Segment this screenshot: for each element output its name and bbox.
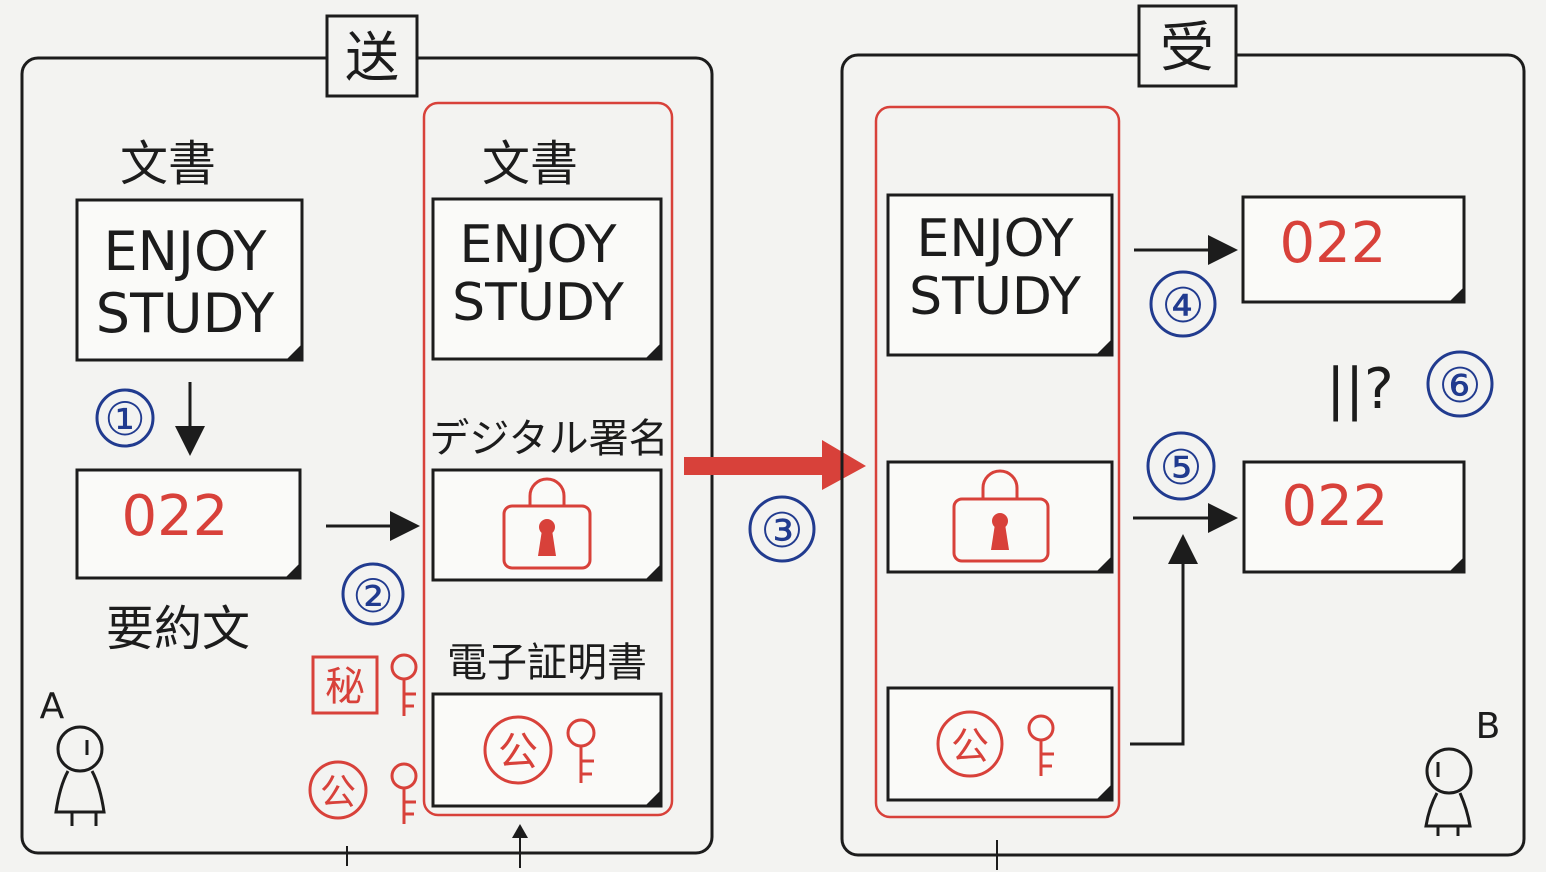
lock-icon: [952, 469, 1050, 563]
step4-circle: [1149, 270, 1217, 338]
key-icon: [1027, 714, 1055, 776]
package-up-arrow-head: [512, 824, 528, 838]
step5-circle: [1146, 431, 1216, 501]
sender-digest-card: 022: [75, 468, 302, 580]
step1-label: ①: [104, 392, 145, 446]
person-b-label: B: [1476, 706, 1501, 747]
step3-label: ③: [760, 503, 803, 559]
receiver-panel: 受 ENJOY STUDY 公: [840, 4, 1526, 870]
sender-document-line2: STUDY: [96, 282, 275, 345]
received-document-line2: STUDY: [909, 267, 1081, 327]
key-icon: [566, 718, 596, 783]
received-document-card: ENJOY STUDY: [886, 193, 1114, 357]
sender-digest-label: 要約文: [106, 601, 250, 657]
secret-key-box: [311, 655, 379, 715]
package-certificate-card: 公: [431, 692, 663, 808]
receiver-header-box: [1137, 4, 1238, 88]
step6-label: ⑥: [1438, 358, 1481, 414]
public-key-to-digest-arrow: [1130, 534, 1198, 746]
package-signature-card: [431, 468, 663, 582]
sender-panel: 送 文書 ENJOY STUDY ① 022 要約文 ② 秘: [20, 14, 714, 868]
sender-document-card: ENJOY STUDY: [75, 198, 304, 362]
certificate-public-key-label: 公: [498, 729, 538, 775]
public-key-circle: [308, 760, 368, 820]
key-icon: [390, 653, 418, 716]
step6-circle: [1426, 350, 1494, 418]
transfer-arrow: [684, 440, 866, 490]
key-icon: [390, 762, 418, 824]
digest-bottom-card: 022: [1242, 460, 1466, 574]
received-package-frame: [874, 105, 1121, 819]
digest-top-card: 022: [1241, 195, 1466, 304]
received-public-circle: [936, 710, 1004, 778]
received-document-line1: ENJOY: [917, 209, 1074, 269]
sender-document-line1: ENJOY: [104, 220, 268, 283]
received-public-key-label: 公: [951, 724, 989, 768]
sender-public-key: 公: [308, 760, 418, 824]
secret-key-label: 秘: [325, 664, 365, 710]
step3-circle: [748, 495, 816, 563]
step5-label: ⑤: [1159, 440, 1202, 496]
signature-label: デジタル署名: [429, 416, 668, 462]
person-b-icon: [1424, 747, 1473, 836]
sender-header-box: [325, 14, 419, 98]
package-document-line2: STUDY: [452, 273, 624, 333]
step2-circle: [341, 562, 405, 626]
sender-public-key-label: 公: [320, 772, 356, 813]
digest-bottom-value: 022: [1282, 474, 1389, 539]
package-document-line1: ENJOY: [460, 215, 617, 275]
sender-document-title: 文書: [120, 136, 216, 192]
sender-header: 送: [345, 26, 399, 89]
person-a-label: A: [40, 686, 65, 727]
package-document-title: 文書: [482, 136, 578, 192]
package-document-card: ENJOY STUDY: [431, 197, 663, 361]
received-certificate-card: 公: [886, 686, 1114, 802]
sender-digest-value: 022: [122, 484, 229, 549]
received-signature-card: [886, 460, 1114, 574]
receiver-header: 受: [1160, 16, 1214, 79]
secret-key: 秘: [311, 653, 418, 716]
step4-label: ④: [1161, 278, 1204, 334]
lock-icon: [502, 477, 592, 570]
step1-circle: [95, 388, 155, 448]
compare-mark: ||?: [1326, 357, 1393, 422]
certificate-label: 電子証明書: [447, 640, 647, 686]
digest-top-value: 022: [1280, 211, 1387, 276]
certificate-public-circle: [483, 715, 553, 785]
package-frame: [422, 101, 674, 817]
signed-package: 文書 ENJOY STUDY デジタル署名 電子証明書 公: [422, 101, 674, 817]
person-a-icon: [54, 725, 106, 826]
step2-label: ②: [352, 569, 393, 623]
